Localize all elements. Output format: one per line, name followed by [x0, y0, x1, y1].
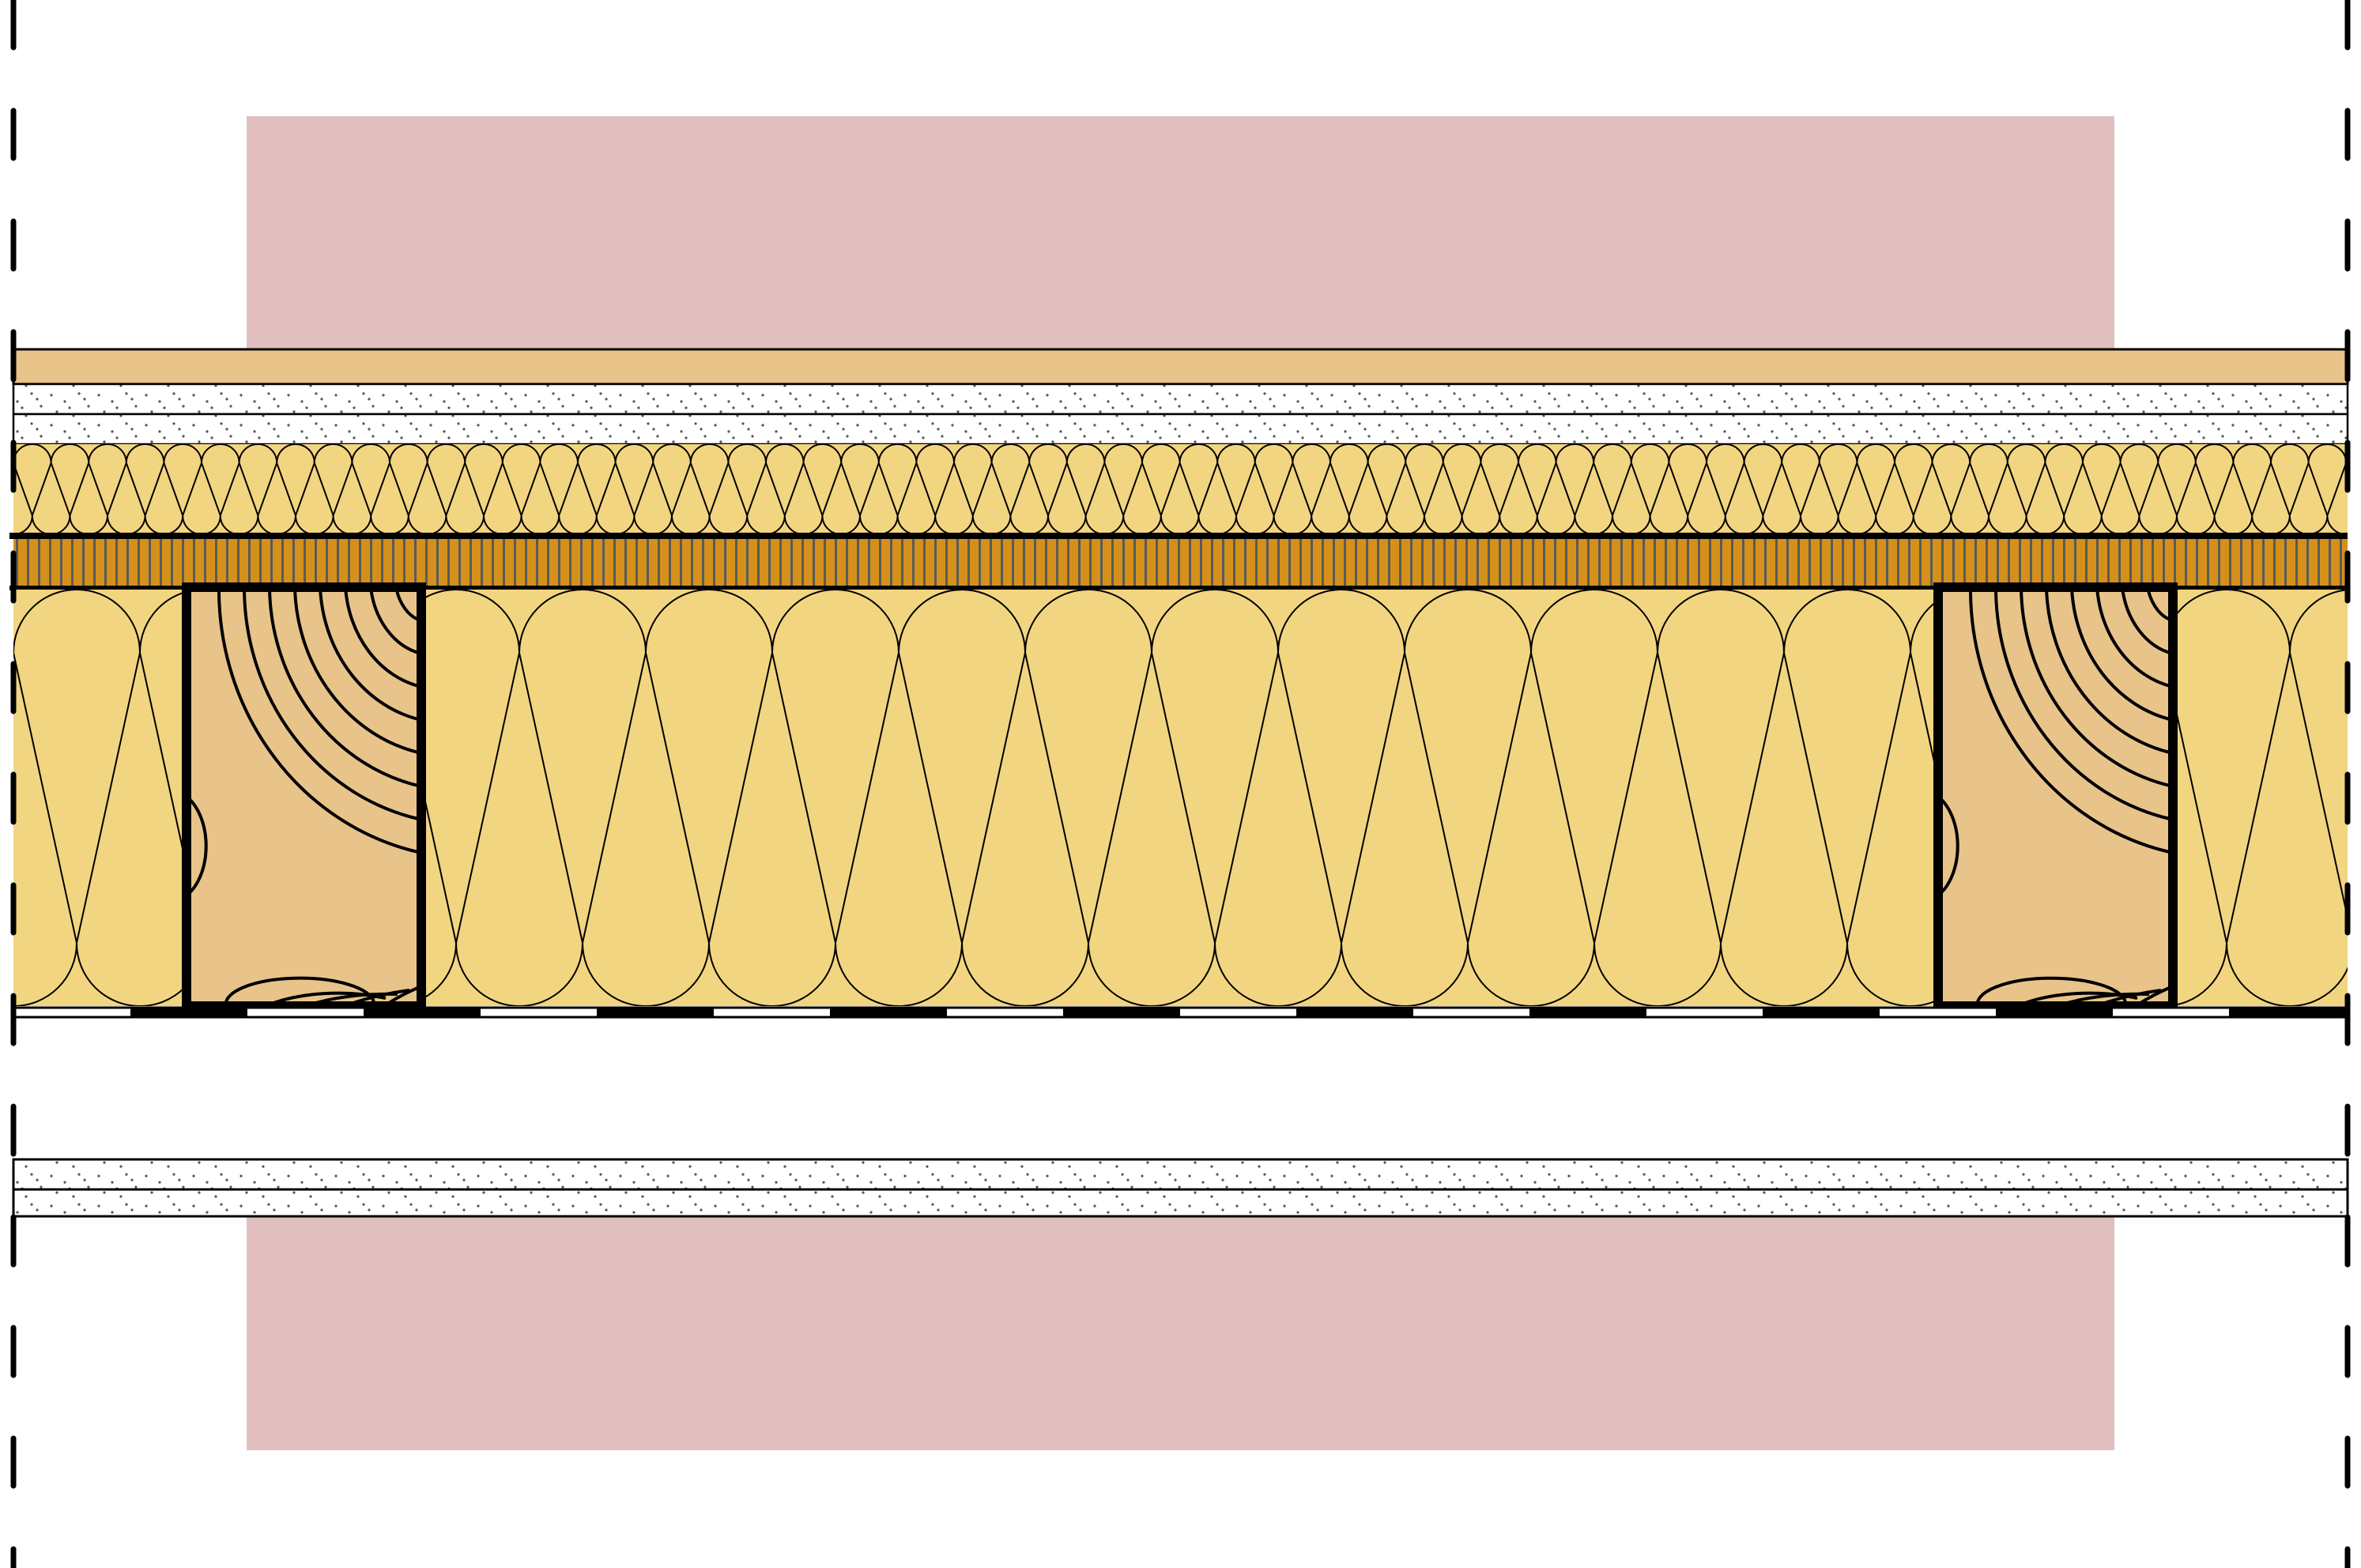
joist-outline [1933, 582, 2178, 1011]
membrane-dash [1763, 1008, 1880, 1017]
membrane-dash [130, 1008, 247, 1017]
screed-board-1 [12, 383, 2349, 416]
membrane-dash [364, 1008, 481, 1017]
ceiling-board-2 [12, 1188, 2349, 1218]
timber-joist [182, 582, 426, 1011]
membrane-dash [2229, 1008, 2346, 1017]
floor-board [12, 348, 2349, 386]
membrane-dash [1296, 1008, 1413, 1017]
room-below [247, 1216, 2114, 1450]
membrane-dash [1996, 1008, 2113, 1017]
membrane [12, 1006, 2349, 1019]
screed-board-2 [12, 413, 2349, 446]
osb-deck [13, 537, 2348, 587]
membrane-dash [1063, 1008, 1180, 1017]
membrane-dash [597, 1008, 714, 1017]
timber-joist [1933, 582, 2178, 1011]
joist-outline [182, 582, 426, 1011]
membrane-dash [1529, 1008, 1646, 1017]
membrane-dash [830, 1008, 947, 1017]
room-above [247, 116, 2114, 349]
ceiling-board-1 [12, 1158, 2349, 1191]
impact-insulation [13, 444, 2348, 534]
wood-grain [1937, 586, 2174, 1008]
